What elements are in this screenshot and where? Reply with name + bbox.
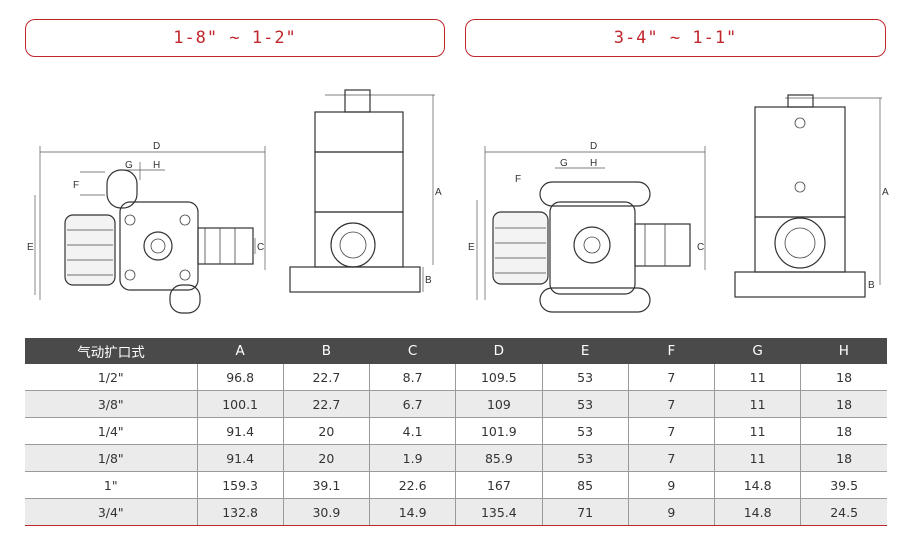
- range-label-large: 3-4" ~ 1-1": [465, 19, 886, 57]
- table-row: 1/4" 91.4 20 4.1 101.9 53 7 11 18: [25, 417, 887, 445]
- table-cell: 91.4: [196, 417, 284, 445]
- table-cell: 1.9: [368, 444, 456, 472]
- table-cell: 96.8: [196, 364, 284, 391]
- table-cell: 9: [627, 471, 715, 499]
- table-cell: 18: [800, 444, 887, 472]
- table-cell: 7: [627, 364, 715, 391]
- table-cell: 53: [541, 364, 629, 391]
- dim-label-b: B: [425, 275, 432, 286]
- header-g: G: [714, 338, 801, 364]
- header-c: C: [369, 338, 456, 364]
- table-cell: 22.7: [282, 390, 370, 418]
- table-cell: 14.8: [713, 498, 801, 526]
- table-row: 1" 159.3 39.1 22.6 167 85 9 14.8 39.5: [25, 471, 887, 499]
- dim-label-f-large: F: [515, 174, 521, 185]
- table-cell: 11: [713, 364, 801, 391]
- dimension-table: 气动扩口式 A B C D E F G H 1/2" 96.8 22.7 8.7…: [25, 338, 887, 526]
- range-label-small: 1-8" ~ 1-2": [25, 19, 445, 57]
- header-b: B: [283, 338, 370, 364]
- dim-label-c-large: C: [697, 242, 704, 253]
- table-cell: 91.4: [196, 444, 284, 472]
- header-d: D: [455, 338, 542, 364]
- dim-label-b-large: B: [868, 280, 875, 291]
- dim-label-e-large: E: [468, 242, 475, 253]
- table-cell: 85.9: [455, 444, 542, 472]
- table-cell: 11: [713, 417, 801, 445]
- dim-label-g-large: G: [560, 158, 568, 169]
- table-cell: 22.6: [368, 471, 456, 499]
- header-h: H: [800, 338, 887, 364]
- table-cell: 7: [627, 444, 715, 472]
- table-cell: 3/8": [25, 390, 197, 418]
- table-cell: 24.5: [800, 498, 887, 526]
- table-cell: 14.8: [713, 471, 801, 499]
- table-row: 1/2" 96.8 22.7 8.7 109.5 53 7 11 18: [25, 364, 887, 391]
- table-cell: 159.3: [196, 471, 284, 499]
- table-cell: 53: [541, 444, 629, 472]
- table-cell: 22.7: [282, 364, 370, 391]
- dim-label-f: F: [73, 180, 79, 191]
- table-cell: 20: [282, 444, 370, 472]
- table-cell: 167: [455, 471, 542, 499]
- table-cell: 39.1: [282, 471, 370, 499]
- table-cell: 14.9: [368, 498, 456, 526]
- valve-large-side-view: A B: [734, 94, 889, 298]
- header-fitting-type: 气动扩口式: [25, 338, 197, 364]
- header-e: E: [542, 338, 629, 364]
- table-cell: 39.5: [800, 471, 887, 499]
- table-row: 3/8" 100.1 22.7 6.7 109 53 7 11 18: [25, 390, 887, 418]
- table-cell: 11: [713, 390, 801, 418]
- table-cell: 6.7: [368, 390, 456, 418]
- table-cell: 11: [713, 444, 801, 472]
- table-cell: 3/4": [25, 498, 197, 526]
- dim-label-h-large: H: [590, 158, 597, 169]
- dim-label-d-large: D: [590, 141, 597, 152]
- header-f: F: [628, 338, 715, 364]
- table-cell: 71: [541, 498, 629, 526]
- table-cell: 1": [25, 471, 197, 499]
- table-cell: 135.4: [455, 498, 542, 526]
- dim-label-c: C: [257, 242, 264, 253]
- table-row: 1/8" 91.4 20 1.9 85.9 53 7 11 18: [25, 444, 887, 472]
- valve-large-top-view: D G H F E C: [468, 141, 706, 313]
- table-cell: 1/8": [25, 444, 197, 472]
- dim-label-g: G: [125, 160, 133, 171]
- table-cell: 30.9: [282, 498, 370, 526]
- table-cell: 18: [800, 417, 887, 445]
- dim-label-d: D: [153, 141, 160, 152]
- table-cell: 1/2": [25, 364, 197, 391]
- table-cell: 4.1: [368, 417, 456, 445]
- table-cell: 53: [541, 390, 629, 418]
- table-cell: 101.9: [455, 417, 542, 445]
- table-cell: 109: [455, 390, 542, 418]
- table-cell: 18: [800, 390, 887, 418]
- table-cell: 85: [541, 471, 629, 499]
- header-a: A: [197, 338, 284, 364]
- table-cell: 53: [541, 417, 629, 445]
- dim-label-e: E: [27, 242, 34, 253]
- table-cell: 20: [282, 417, 370, 445]
- table-cell: 18: [800, 364, 887, 391]
- table-cell: 132.8: [196, 498, 284, 526]
- table-cell: 109.5: [455, 364, 542, 391]
- table-cell: 100.1: [196, 390, 284, 418]
- table-cell: 7: [627, 417, 715, 445]
- table-header-row: 气动扩口式 A B C D E F G H: [25, 338, 887, 364]
- table-cell: 8.7: [368, 364, 456, 391]
- table-cell: 9: [627, 498, 715, 526]
- valve-small-top-view: D G H F E C: [27, 141, 266, 314]
- dim-label-h: H: [153, 160, 160, 171]
- valve-small-side-view: A B: [289, 89, 442, 293]
- dim-label-a-large: A: [882, 187, 889, 198]
- table-cell: 7: [627, 390, 715, 418]
- table-cell: 1/4": [25, 417, 197, 445]
- table-row: 3/4" 132.8 30.9 14.9 135.4 71 9 14.8 24.…: [25, 498, 887, 526]
- dim-label-a: A: [435, 187, 442, 198]
